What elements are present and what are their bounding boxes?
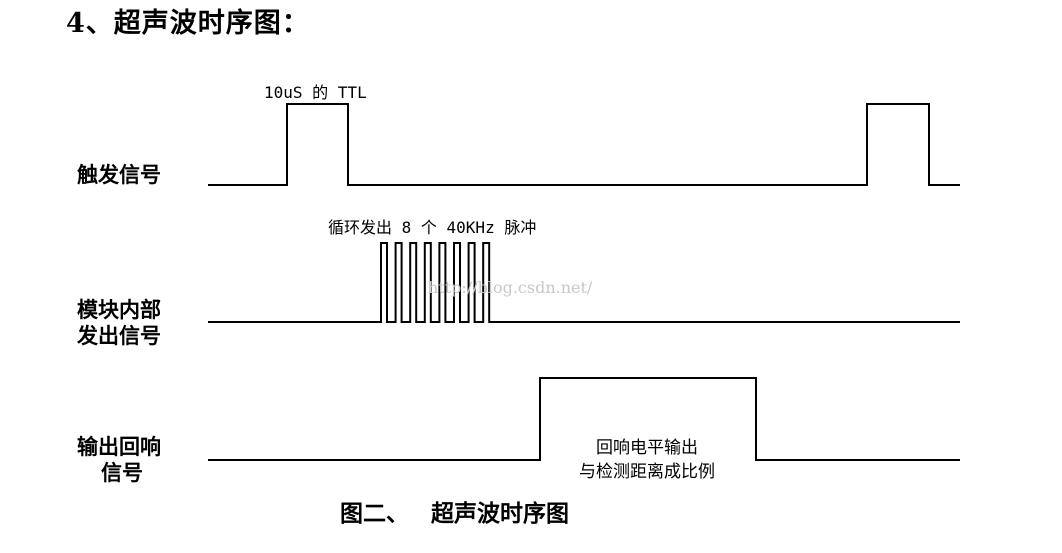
trigger-signal-waveform bbox=[208, 103, 960, 186]
internal-signal-label: 模块内部 发出信号 bbox=[77, 297, 161, 348]
internal-signal-waveform bbox=[208, 242, 960, 323]
watermark: http://blog.csdn.net/ bbox=[428, 278, 593, 297]
caption-title: 超声波时序图 bbox=[431, 500, 569, 527]
burst-annotation: 循环发出 8 个 40KHz 脉冲 bbox=[328, 218, 537, 237]
figure-caption: 图二、超声波时序图 bbox=[340, 497, 569, 531]
echo-annotation: 回响电平输出 与检测距离成比例 bbox=[579, 438, 715, 482]
trigger-pulse-annotation: 10uS 的 TTL bbox=[264, 83, 367, 102]
trigger-signal-label: 触发信号 bbox=[77, 162, 161, 187]
echo-signal-waveform bbox=[208, 377, 960, 461]
caption-prefix: 图二、 bbox=[340, 500, 409, 527]
echo-signal-label: 输出回响 信号 bbox=[77, 434, 161, 485]
section-heading: 4、超声波时序图： bbox=[66, 8, 310, 39]
